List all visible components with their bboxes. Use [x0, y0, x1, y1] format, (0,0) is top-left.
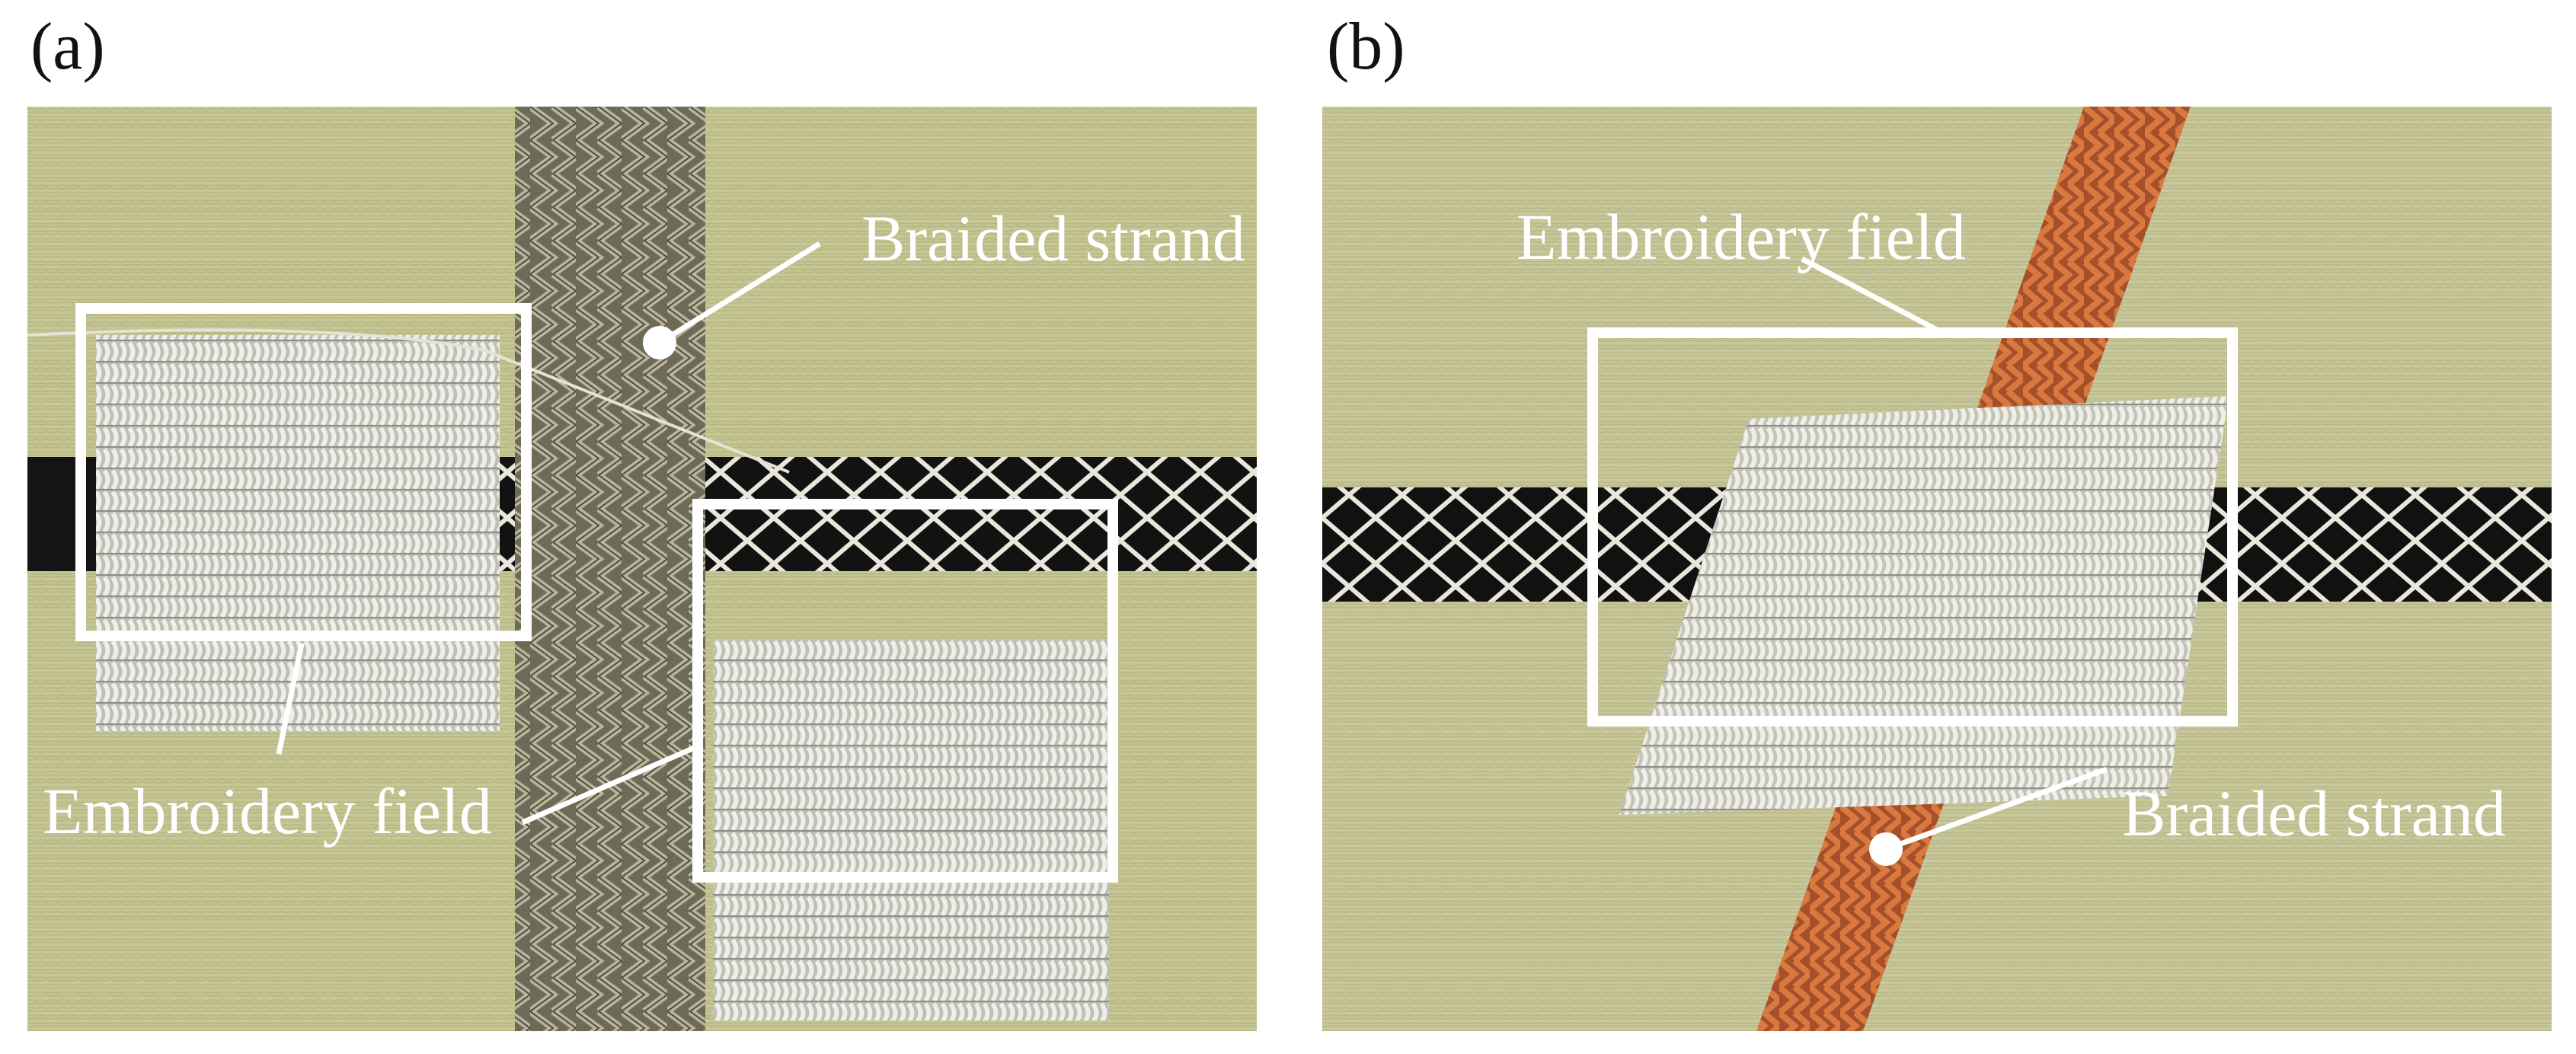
panel-a-label: (a) — [30, 10, 105, 84]
embroidery-field-annotation: Embroidery field — [1517, 200, 1966, 273]
photo-panel-a: Braided strand Embroidery field — [27, 107, 1257, 1031]
braided-strand-annotation: Braided strand — [2122, 777, 2506, 850]
panel-b-label: (b) — [1327, 10, 1405, 84]
photo-panel-b: Embroidery field Braided strand — [1322, 107, 2552, 1031]
photo-panel-b-scene — [1322, 107, 2552, 1031]
embroidery-field-annotation: Embroidery field — [43, 775, 492, 848]
photo-panel-a-scene — [27, 107, 1257, 1031]
braided-strand-annotation: Braided strand — [861, 202, 1245, 275]
